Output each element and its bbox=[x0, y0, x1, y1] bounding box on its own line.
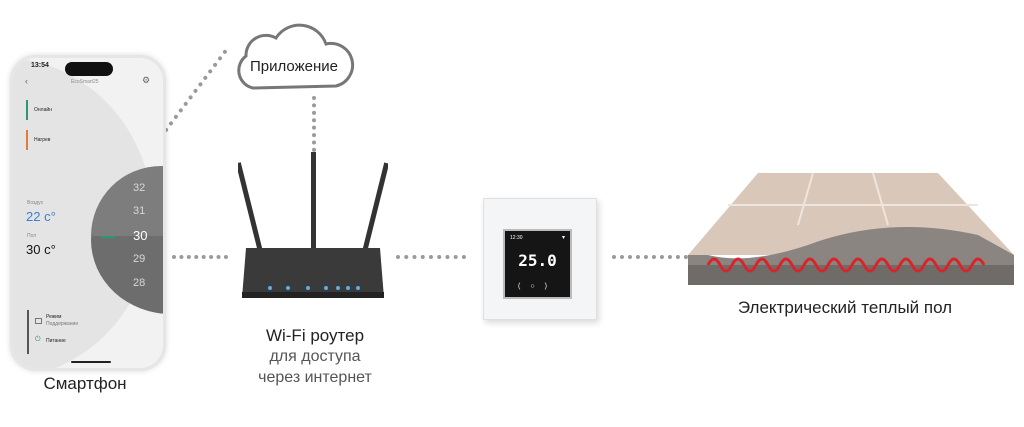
phone-time: 13:54 bbox=[31, 62, 49, 69]
home-indicator bbox=[71, 361, 111, 363]
router-image bbox=[238, 152, 388, 298]
dial-value: 28 bbox=[133, 277, 146, 289]
thermostat-time: 12:30 bbox=[510, 235, 523, 241]
smartphone-label: Смартфон bbox=[43, 374, 127, 393]
mode-icon bbox=[35, 318, 42, 324]
thermostat-buttons[interactable]: (○) bbox=[518, 283, 557, 290]
status-online: Онлайн bbox=[26, 100, 52, 120]
floor-label: Электрический теплый пол bbox=[737, 298, 953, 317]
dial-value-selected: 30 bbox=[133, 228, 148, 243]
back-icon[interactable]: ‹ bbox=[25, 76, 28, 86]
cloud-label: Приложение bbox=[250, 58, 338, 75]
connector-phone-cloud bbox=[158, 48, 228, 140]
power-icon[interactable]: ⏻ bbox=[35, 336, 41, 343]
floor-temp: 30 c° bbox=[26, 242, 56, 257]
dial-indicator bbox=[101, 236, 115, 238]
dial-value: 29 bbox=[133, 253, 146, 265]
mode-value: Поддержание bbox=[46, 321, 79, 327]
router-title: Wi-Fi роутер bbox=[265, 326, 365, 345]
connector-thermostat-floor bbox=[612, 255, 688, 259]
air-label: Воздух bbox=[27, 200, 44, 206]
heated-floor-image bbox=[688, 172, 1014, 285]
router-subtitle-line2: через интернет bbox=[258, 369, 372, 386]
router-subtitle-line1: для доступа bbox=[269, 348, 361, 365]
dial-value: 31 bbox=[133, 205, 146, 217]
thermostat-screen: 12:30 ▾ 25.0 (○) bbox=[503, 229, 572, 299]
power-label[interactable]: Питание bbox=[46, 338, 66, 344]
thermostat-temp: 25.0 bbox=[518, 251, 557, 270]
phone-notch bbox=[65, 62, 113, 76]
mode-label[interactable]: Режим bbox=[46, 314, 62, 320]
dial-value: 32 bbox=[133, 182, 146, 194]
floor-label: Пол bbox=[27, 233, 37, 239]
air-temp: 22 c° bbox=[26, 209, 56, 224]
status-heating: Нагрев bbox=[26, 130, 50, 150]
settings-gear-icon[interactable]: ⚙ bbox=[142, 75, 151, 85]
connector-router-thermostat bbox=[396, 255, 466, 259]
connector-phone-router bbox=[172, 255, 228, 259]
wifi-icon: ▾ bbox=[561, 235, 565, 241]
thermostat: 12:30 ▾ 25.0 (○) bbox=[483, 198, 597, 320]
bottom-bar bbox=[27, 310, 29, 354]
connector-router-cloud bbox=[312, 96, 316, 152]
smartphone: 13:54 ‹ EcoSmart25 ⚙ Онлайн Нагрев 32 31… bbox=[10, 55, 166, 371]
device-name: EcoSmart25 bbox=[71, 79, 99, 85]
cloud-icon bbox=[237, 23, 355, 90]
